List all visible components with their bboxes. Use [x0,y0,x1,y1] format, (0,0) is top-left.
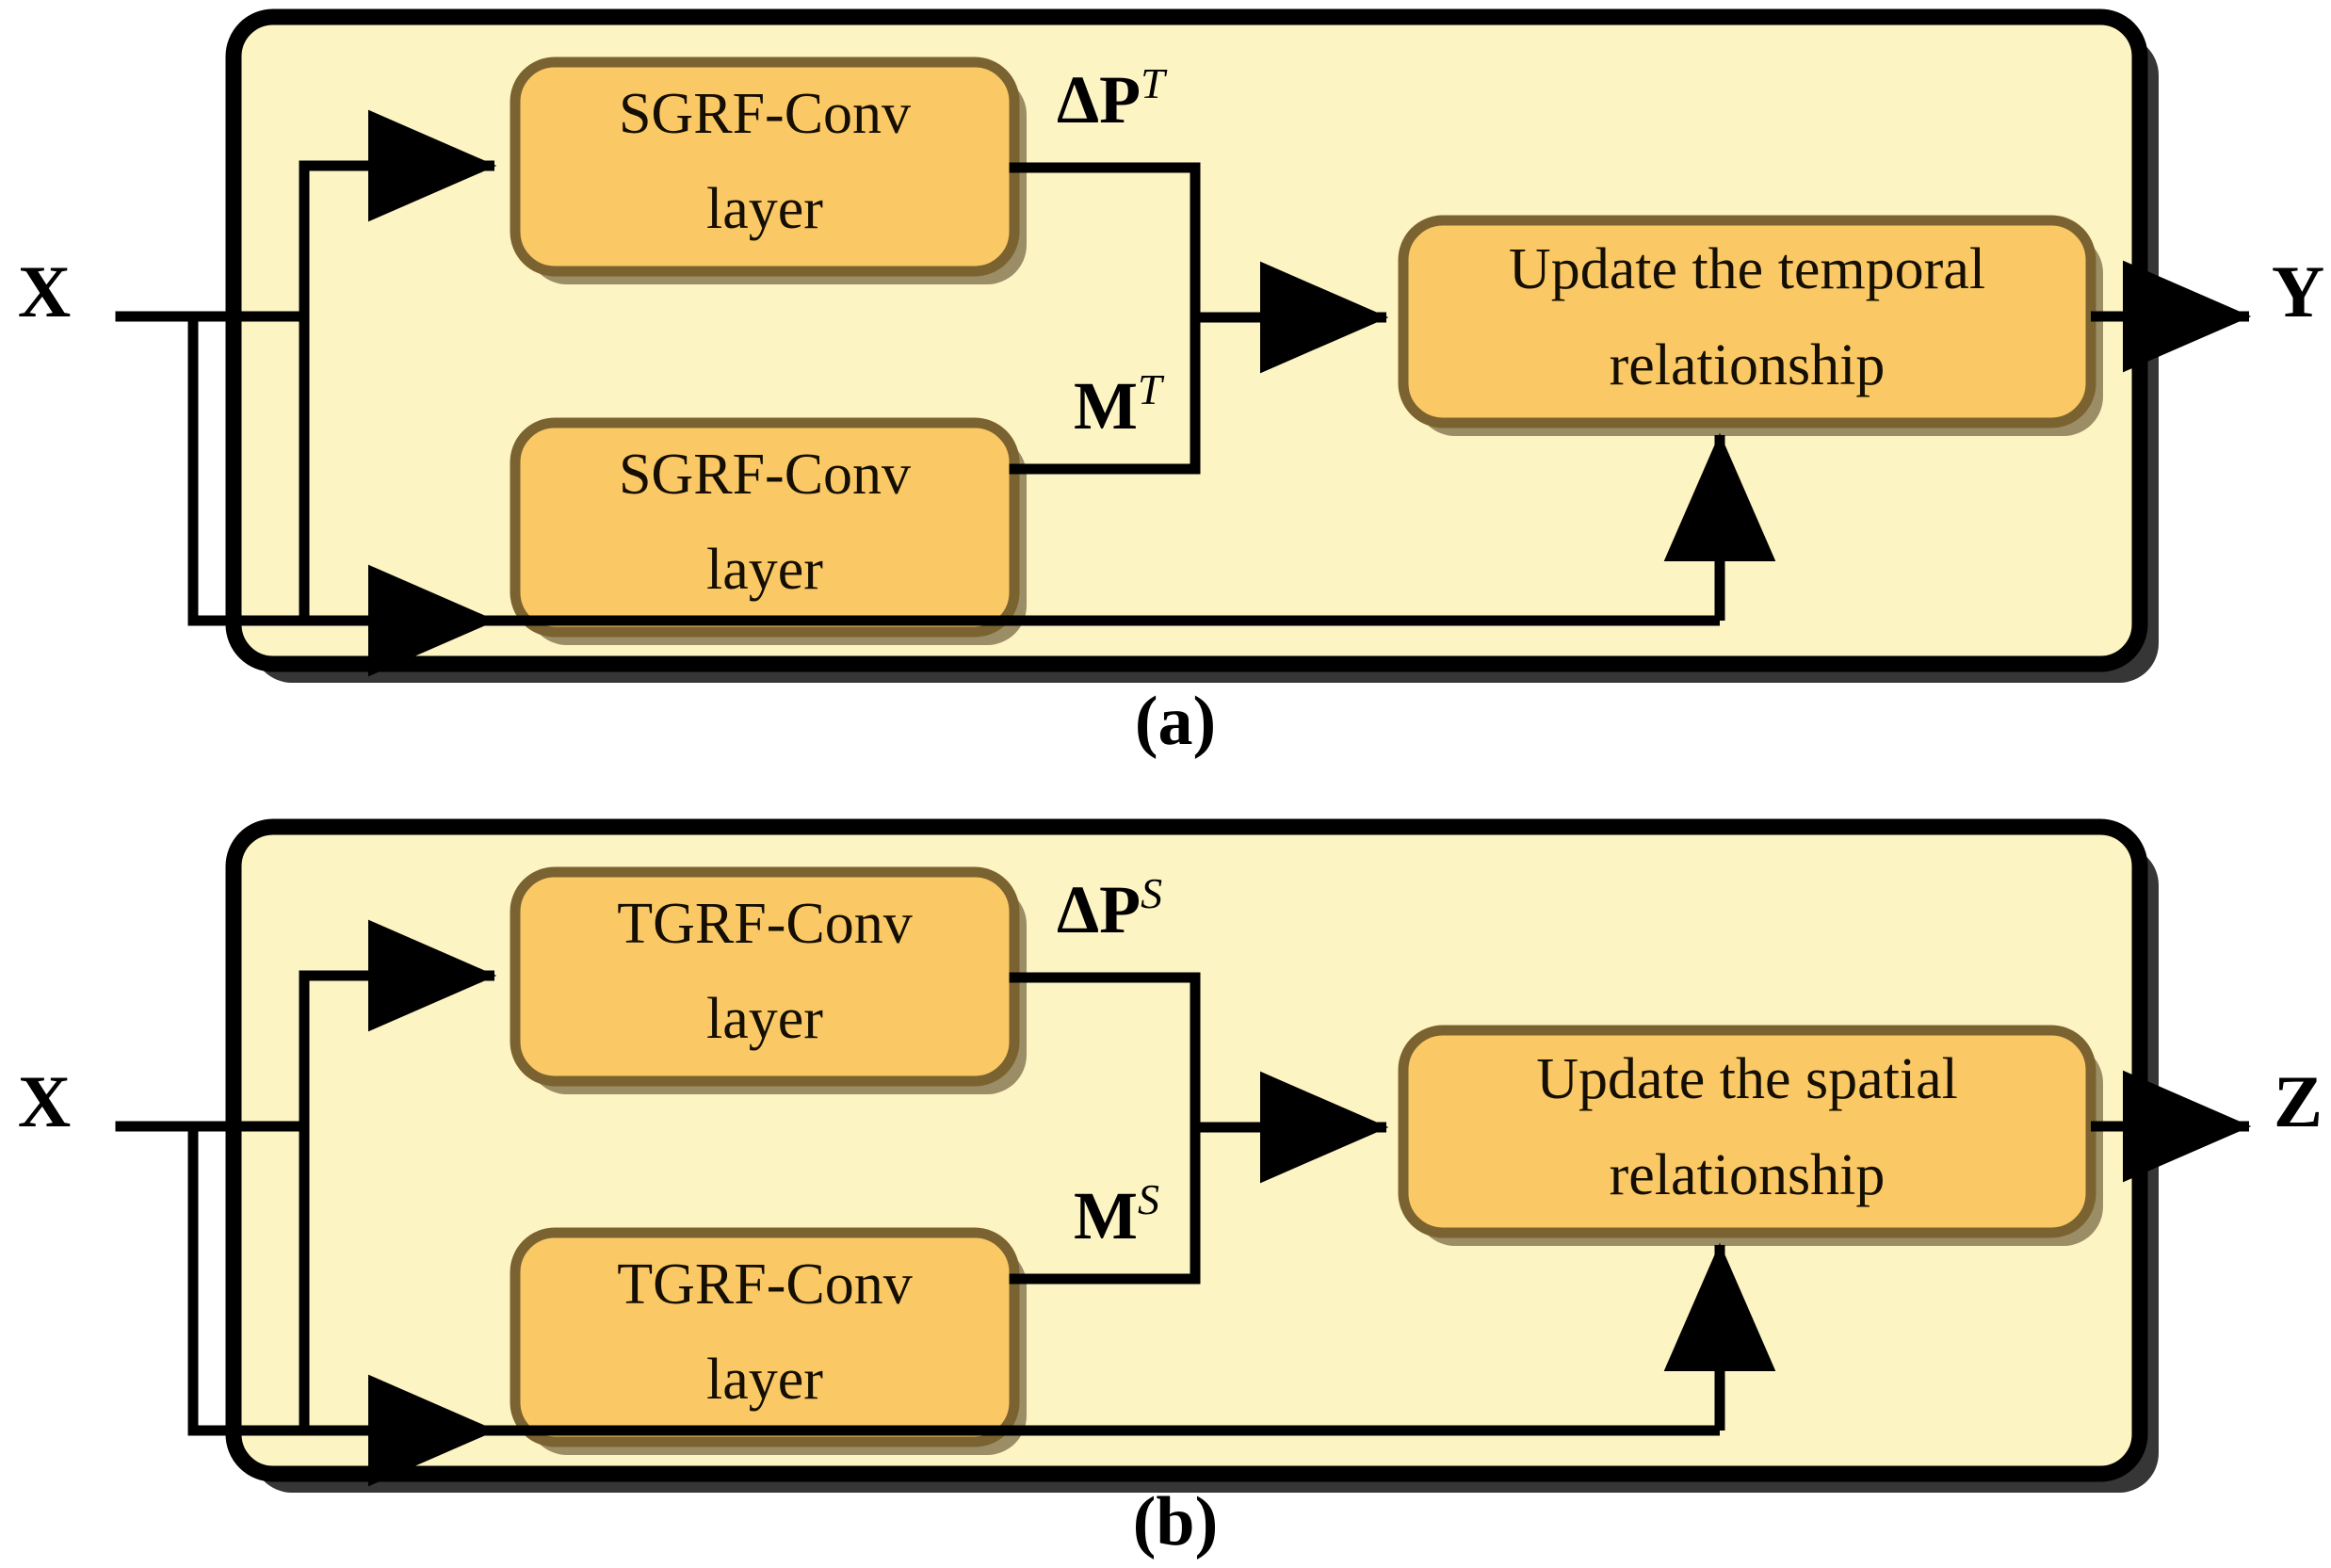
panel-b-branch-node-1-line2: layer [706,987,823,1051]
panel-b-branch-node-1-line1: TGRF-Conv [617,892,912,956]
panel-a-output-label: Y [2272,251,2324,332]
panel-b-signal-label-deltaP: ΔPS [1057,869,1162,947]
panel-b-branch-node-2-line2: layer [706,1348,823,1412]
panel-b-branch-node-2[interactable] [510,1227,1020,1447]
panel-a-signal-label-M: MT [1074,365,1165,444]
panel-a-update-node-line1: Update the temporal [1509,237,1985,301]
panel-a-branch-node-1-line1: SGRF-Conv [619,82,911,146]
panel-b-update-node-line2: relationship [1610,1143,1886,1207]
panel-b-branch-node-2-line1: TGRF-Conv [617,1253,912,1317]
panel-b-signal-label-M: MS [1074,1175,1159,1253]
panel-a-signal-label-deltaP: ΔPT [1057,59,1168,137]
panel-a-input-label: X [18,251,71,332]
panel-a-branch-node-2[interactable] [510,417,1020,638]
panel-a-caption: (a) [1135,683,1216,760]
panel-b-update-node-line1: Update the spatial [1536,1047,1958,1111]
panel-a-branch-node-2-line2: layer [706,538,823,602]
panel-a-input-wiring [115,160,310,626]
panel-a-update-node-line2: relationship [1610,333,1886,397]
panel-b: TGRF-Conv layer TGRF-Conv layer ΔPS MS U… [18,818,2323,1560]
panel-b-input-wiring [115,970,310,1436]
panel-b-output-label: Z [2274,1060,2323,1142]
panel-b-caption: (b) [1133,1483,1218,1560]
panel-a-branch-node-2-line1: SGRF-Conv [619,443,911,507]
panel-b-input-label: X [18,1060,71,1142]
panel-a: SGRF-Conv layer SGRF-Conv layer ΔPT MT [18,8,2324,760]
panel-a-branch-node-1-line2: layer [706,177,823,241]
